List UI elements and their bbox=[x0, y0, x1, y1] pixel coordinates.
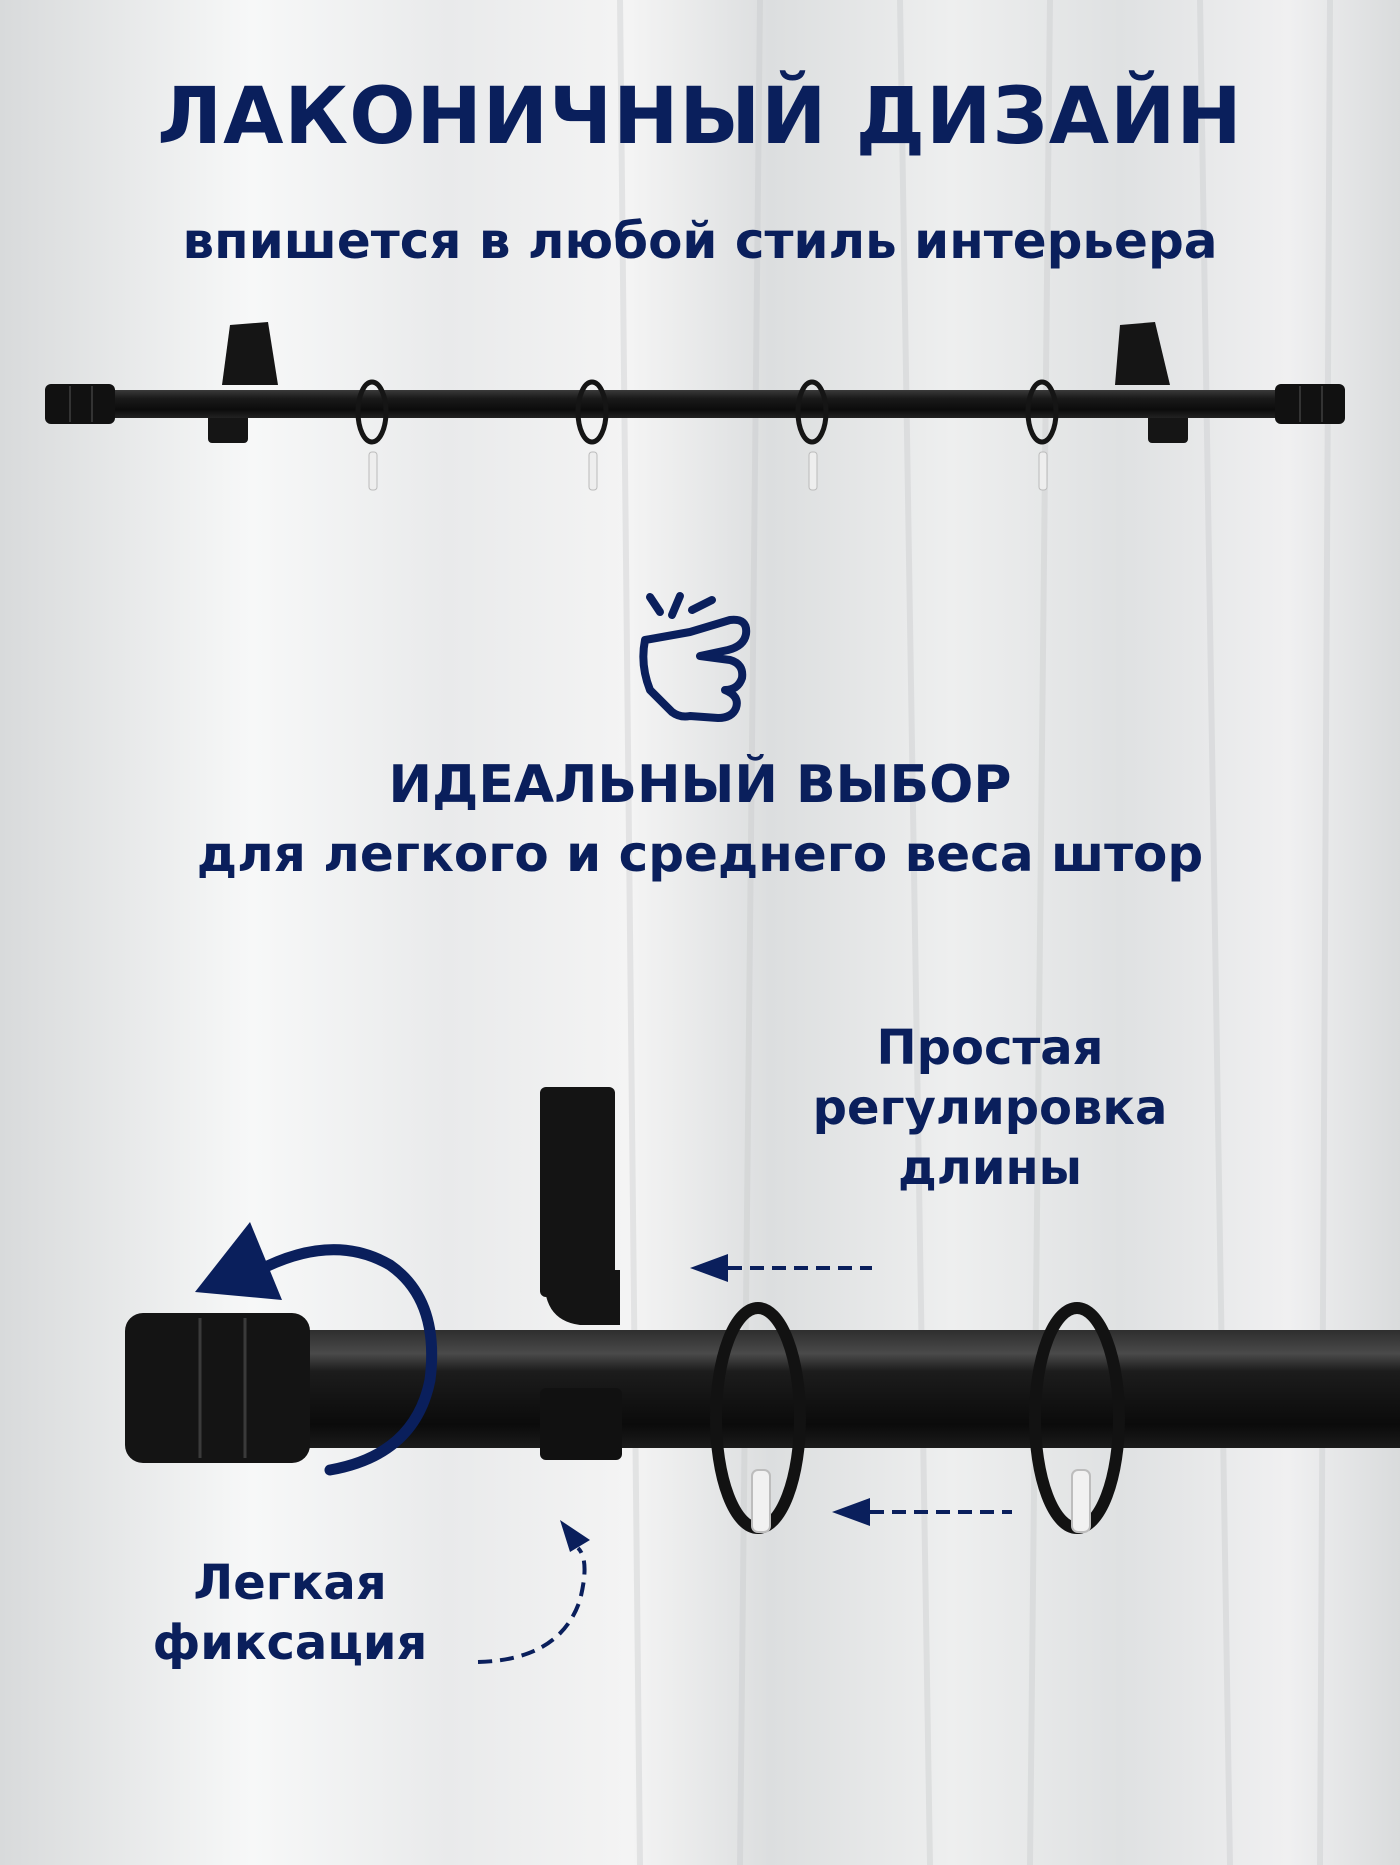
callout-fix-line-1: Легкая bbox=[193, 1555, 387, 1611]
callout-adjust-line-1: Простая bbox=[876, 1020, 1104, 1076]
page-title: ЛАКОНИЧНЫЙ ДИЗАЙН bbox=[157, 72, 1243, 162]
page-subtitle: впишется в любой стиль интерьера bbox=[182, 212, 1218, 270]
choice-subtitle: для легкого и среднего веса штор bbox=[196, 825, 1204, 883]
dashed-arrow-fixation bbox=[477, 1546, 587, 1664]
callout-adjust-line-2: регулировка bbox=[812, 1080, 1168, 1136]
callout-easy-fixation: Легкая фиксация bbox=[120, 1553, 460, 1673]
callout-length-adjust: Простая регулировка длины bbox=[790, 1018, 1190, 1198]
callout-adjust-line-3: длины bbox=[897, 1140, 1083, 1196]
choice-title: ИДЕАЛЬНЫЙ ВЫБОР bbox=[388, 755, 1012, 815]
callout-fix-line-2: фиксация bbox=[152, 1615, 428, 1671]
rotate-arrow-icon bbox=[195, 1222, 438, 1476]
wall-bracket bbox=[540, 1087, 620, 1325]
